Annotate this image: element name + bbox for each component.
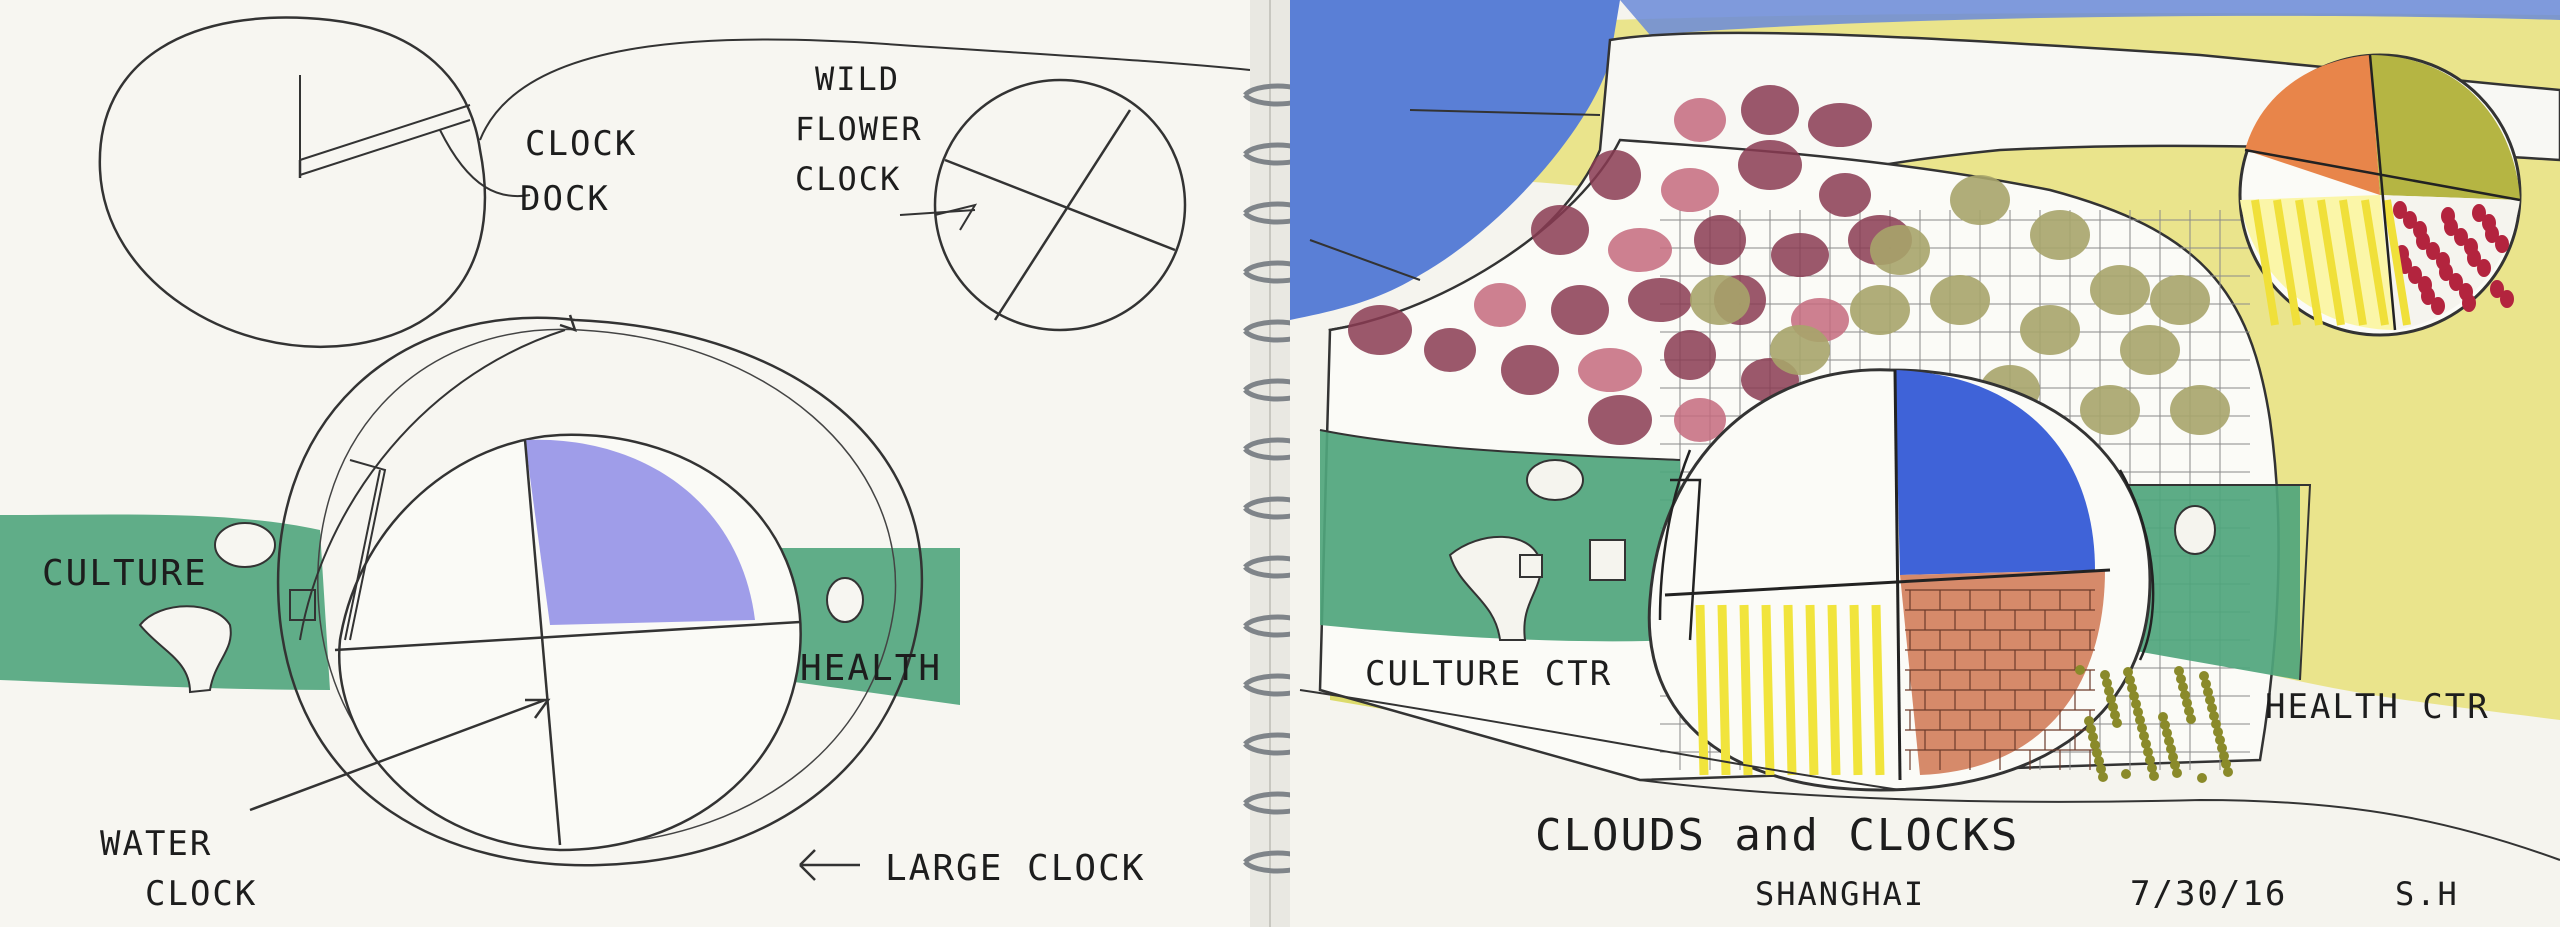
plum-dot (1661, 168, 1719, 212)
health-label-left: HEALTH (800, 648, 942, 689)
wild-flower-clock-painting (2240, 55, 2520, 335)
large-clock-label: LARGE CLOCK (885, 848, 1145, 889)
culture-pond-right (1527, 460, 1583, 500)
left-page: CLOCK DOCK WILD FLOWER CLOCK CULTURE HEA… (0, 0, 1250, 927)
plum-dot (1424, 328, 1476, 372)
speckle (2174, 666, 2184, 676)
plum-dot (1808, 103, 1872, 147)
crimson-dot (2464, 238, 2478, 256)
health-ctr-label: HEALTH CTR (2265, 687, 2490, 727)
date-label: 7/30/16 (2130, 874, 2287, 914)
crimson-dot (2436, 252, 2450, 270)
culture-pond-left (215, 523, 275, 567)
health-pond-right (2175, 506, 2215, 554)
olive-dot (2080, 385, 2140, 435)
yellow-stripe (1744, 605, 1748, 775)
plum-dot (1628, 278, 1692, 322)
olive-dot (1950, 175, 2010, 225)
speckle (2075, 665, 2085, 675)
culture-label-left: CULTURE (42, 553, 208, 594)
yellow-stripe (1700, 605, 1704, 775)
location-label: SHANGHAI (1755, 875, 1925, 913)
yellow-stripe (1876, 605, 1880, 775)
health-pond-left (827, 578, 863, 622)
olive-dot (2170, 385, 2230, 435)
olive-dot (2020, 305, 2080, 355)
plum-dot (1501, 345, 1559, 395)
yellow-stripe (1810, 605, 1814, 775)
crimson-dot (2431, 297, 2445, 315)
olive-dot (1690, 275, 1750, 325)
plum-dot (1771, 233, 1829, 277)
olive-dot (1850, 285, 1910, 335)
yellow-stripe (1832, 605, 1836, 775)
water-clock-line-2: CLOCK (145, 874, 257, 914)
crimson-dot (2495, 235, 2509, 253)
olive-dot (1930, 275, 1990, 325)
yellow-striped-quadrant (1700, 605, 1880, 775)
crimson-dot (2441, 207, 2455, 225)
speckle (2197, 773, 2207, 783)
plum-dot (1551, 285, 1609, 335)
water-clock-line-1: WATER (100, 824, 212, 864)
plum-dot (1531, 205, 1589, 255)
yellow-stripe (1854, 605, 1858, 775)
plum-dot (1664, 330, 1716, 380)
speckle (2100, 670, 2110, 680)
olive-dot (1870, 225, 1930, 275)
crimson-dot (2482, 214, 2496, 232)
plum-dot (1588, 395, 1652, 445)
sketch-title: CLOUDS and CLOCKS (1535, 810, 2019, 861)
crimson-dot (2459, 283, 2473, 301)
plum-dot (1738, 140, 1802, 190)
olive-dot (2030, 210, 2090, 260)
right-page: CULTURE CTR HEALTH CTR CLOUDS and CLOCKS… (1290, 0, 2560, 927)
plum-dot (1694, 215, 1746, 265)
wild-flower-line-1: WILD (815, 60, 900, 98)
olive-dot (2150, 275, 2210, 325)
yellow-stripe (1722, 605, 1726, 775)
olive-dot (2120, 325, 2180, 375)
olive-dot (2090, 265, 2150, 315)
clock-dock-line-1: CLOCK (525, 124, 637, 164)
wild-flower-line-3: CLOCK (795, 160, 901, 198)
speckle (2121, 769, 2131, 779)
olive-dot (1770, 325, 1830, 375)
large-clock-painting (1649, 370, 2153, 790)
plum-dot (1608, 228, 1672, 272)
wild-flower-line-2: FLOWER (795, 110, 923, 148)
speckle (2123, 667, 2133, 677)
speckle (2084, 716, 2094, 726)
plum-dot (1819, 173, 1871, 217)
yellow-stripe (1788, 605, 1792, 775)
crimson-dot (2477, 259, 2491, 277)
plum-dot (1674, 98, 1726, 142)
crimson-dot (2413, 221, 2427, 239)
speckle (2199, 671, 2209, 681)
crimson-dot (2500, 290, 2514, 308)
culture-ctr-label: CULTURE CTR (1365, 654, 1612, 694)
artist-signature: S.H (2395, 875, 2459, 913)
crimson-dot (2418, 276, 2432, 294)
health-band-right (2130, 485, 2300, 680)
clock-dock-line-2: DOCK (520, 179, 610, 219)
plum-dot (1474, 283, 1526, 327)
plum-dot (1348, 305, 1412, 355)
yellow-stripe (1766, 605, 1770, 775)
plum-dot (1741, 85, 1799, 135)
speckle (2158, 712, 2168, 722)
plum-dot (1578, 348, 1642, 392)
plum-dot (1589, 150, 1641, 200)
